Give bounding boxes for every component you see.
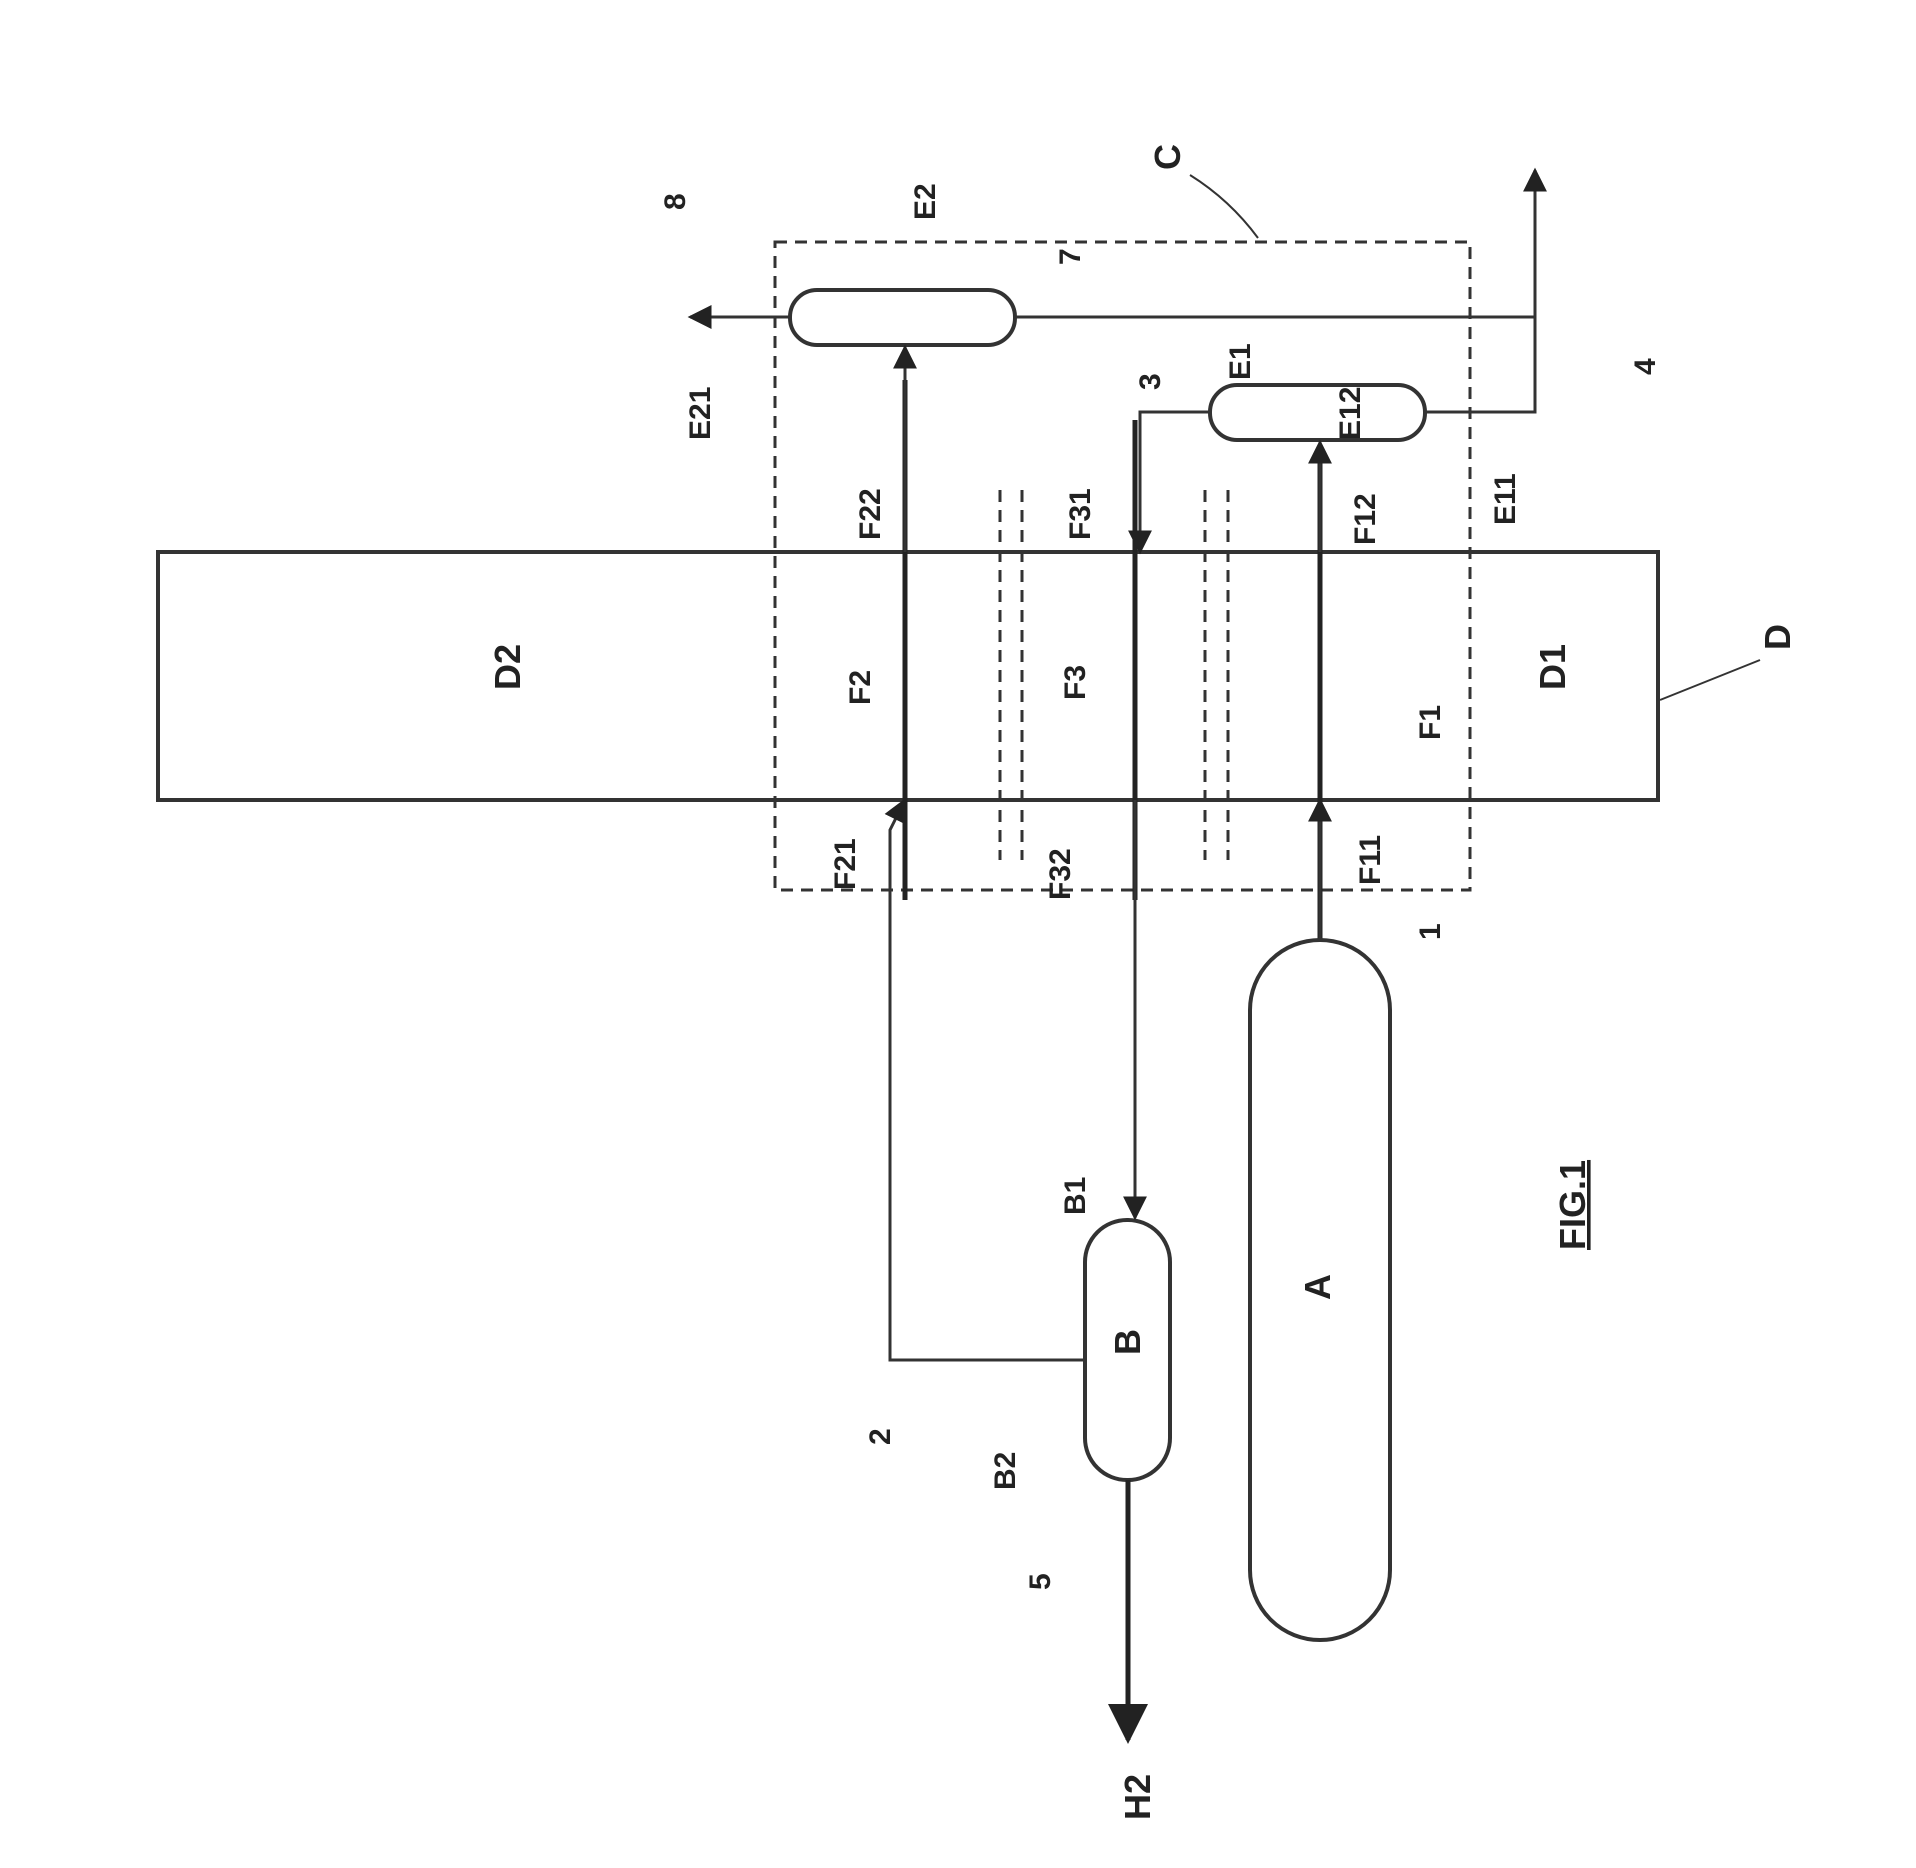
label-b2: B2 [989,1452,1022,1490]
label-f1: F1 [1414,705,1447,740]
label-n3: 3 [1134,373,1167,390]
label-e11: E11 [1489,473,1522,525]
label-b: B [1107,1329,1148,1355]
line-3 [1140,412,1210,552]
label-d: D [1757,624,1798,650]
label-f12: F12 [1349,493,1382,545]
label-f31: F31 [1064,488,1097,540]
label-b1: B1 [1059,1177,1092,1215]
label-n7: 7 [1054,248,1087,265]
vessel-e2 [790,290,1015,345]
label-n2: 2 [864,1428,897,1445]
label-f32: F32 [1044,848,1077,900]
vessel-e1 [1210,385,1425,440]
boundary-c [775,242,1470,890]
label-n4: 4 [1629,358,1662,375]
label-f21: F21 [829,838,862,890]
label-n5: 5 [1024,1573,1057,1590]
label-e2: E2 [909,183,942,220]
label-e1: E1 [1224,343,1257,380]
label-d1: D1 [1532,644,1573,690]
label-f11: F11 [1354,835,1387,885]
label-n8: 8 [659,193,692,210]
label-n1: 1 [1414,923,1447,940]
label-a: A [1297,1274,1338,1300]
label-f2: F2 [844,670,877,705]
label-c: C [1147,144,1188,170]
label-f22: F22 [854,488,887,540]
line-4 [1425,170,1535,412]
label-h2: H2 [1117,1774,1158,1820]
column-d [158,552,1658,800]
label-d2: D2 [487,644,528,690]
boundary-c-leader [1190,175,1258,238]
column-d-leader [1660,660,1760,700]
label-e21: E21 [684,387,717,440]
label-f3: F3 [1059,665,1092,700]
label-fig1: FIG.1 [1552,1160,1593,1250]
label-e12: E12 [1334,387,1367,440]
